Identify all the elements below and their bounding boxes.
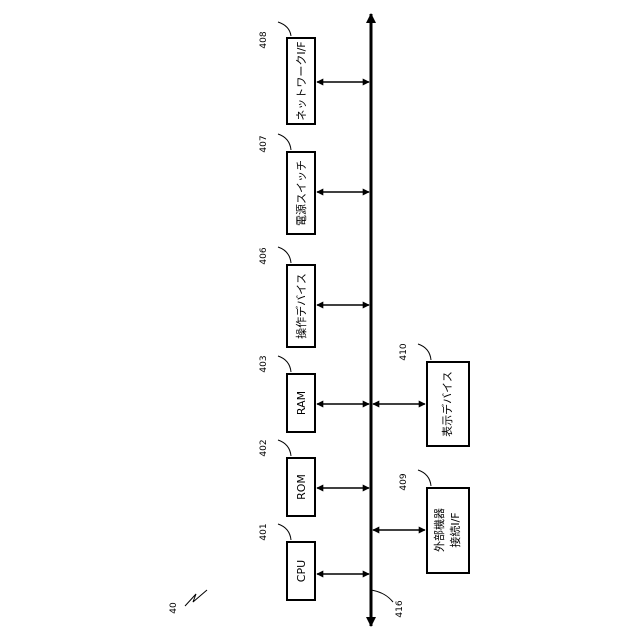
block-network-if-label: ネットワークI/F — [295, 41, 308, 120]
block-external-device-if-label-line2: 接続I/F — [448, 512, 462, 547]
block-ram-label: RAM — [295, 391, 308, 415]
ref-401: 401 — [259, 523, 269, 540]
ref-409-leader — [418, 470, 431, 486]
block-rom-label: ROM — [295, 474, 308, 500]
ref-407-leader — [278, 134, 291, 150]
ref-402-leader — [278, 440, 291, 456]
ref-402: 402 — [259, 439, 269, 456]
ref-408-leader — [278, 22, 291, 36]
figure-label: 40 — [169, 602, 179, 614]
ref-410-leader — [418, 344, 431, 360]
ref-406: 406 — [259, 247, 269, 264]
ref-403-leader — [278, 356, 291, 372]
block-display-device-label: 表示デバイス — [440, 371, 454, 437]
block-operation-device-label: 操作デバイス — [294, 273, 308, 339]
ref-401-leader — [278, 524, 291, 540]
block-power-switch-label: 電源スイッチ — [294, 160, 308, 226]
ref-407: 407 — [259, 135, 269, 152]
bus-ref-leader — [371, 590, 393, 602]
block-cpu-label: CPU — [295, 560, 308, 582]
block-external-device-if-label-line1: 外部機器 — [432, 508, 446, 552]
ref-406-leader — [278, 247, 291, 263]
ref-403: 403 — [259, 355, 269, 372]
ref-408: 408 — [259, 31, 269, 48]
bus-ref-label: 416 — [395, 600, 405, 617]
figure-label-zigzag — [185, 590, 207, 606]
ref-410: 410 — [399, 343, 409, 360]
ref-409: 409 — [399, 473, 409, 490]
